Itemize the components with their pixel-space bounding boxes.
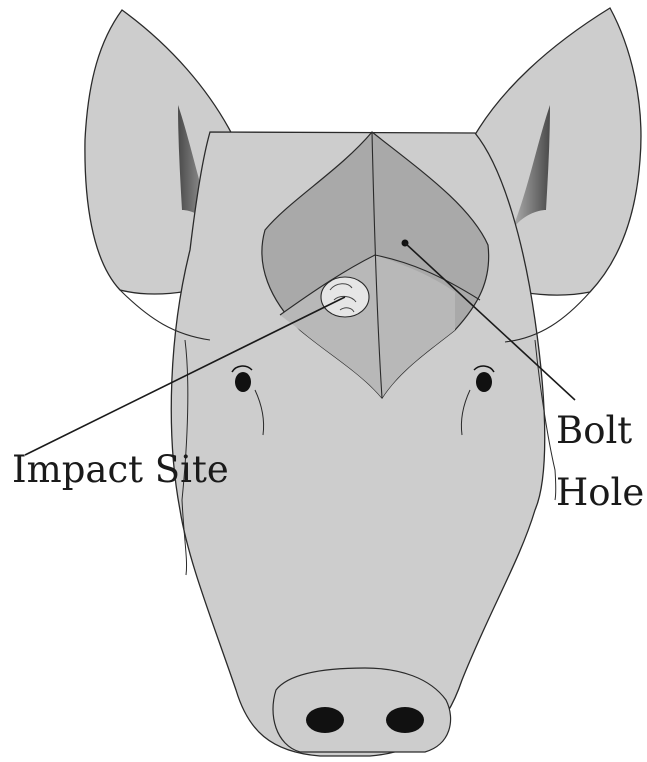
impact-site-label: Impact Site [12, 448, 229, 491]
right-eye [476, 372, 492, 392]
left-eye [235, 372, 251, 392]
bolt-hole-label-line2: Hole [556, 471, 644, 514]
left-nostril [306, 707, 344, 733]
bolt-hole-label-line1: Bolt [556, 409, 632, 452]
right-nostril [386, 707, 424, 733]
snout [273, 668, 451, 752]
